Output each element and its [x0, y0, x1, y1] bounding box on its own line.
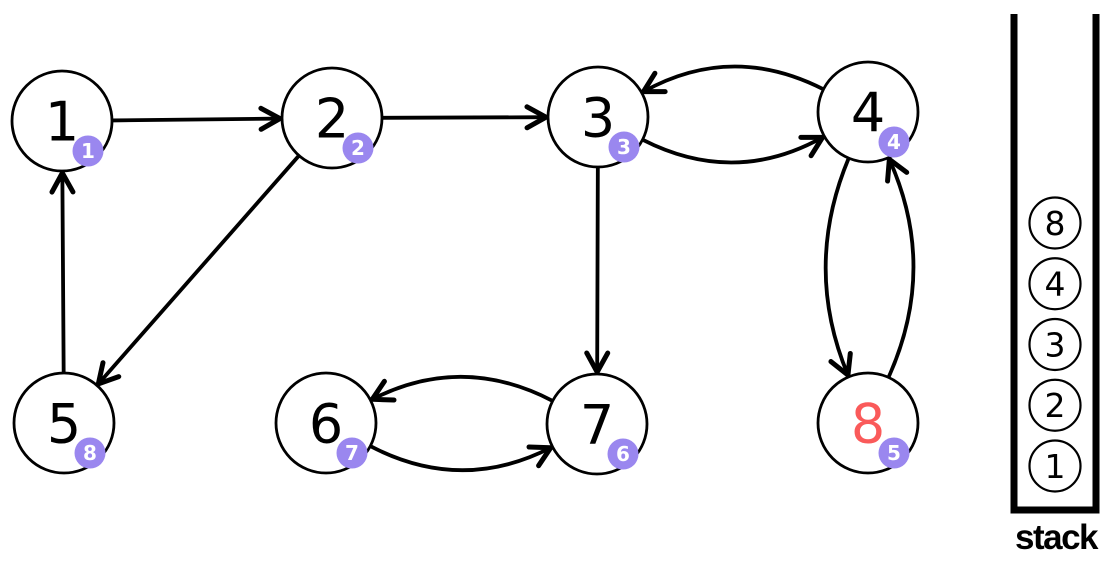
stack-item-circle [1028, 317, 1082, 372]
visit-order-badge [336, 437, 368, 469]
stack-item-circle [1028, 378, 1082, 432]
edge-3-7 [584, 165, 611, 375]
visit-order-badge-label: 7 [345, 441, 359, 465]
visit-order-badge-label: 5 [887, 441, 901, 465]
visit-order-badge [72, 135, 104, 167]
visit-order-badge [74, 437, 106, 469]
visit-order-badge-label: 3 [617, 135, 631, 159]
edge-2-5 [95, 153, 301, 387]
edge-7-6 [369, 374, 555, 403]
visit-order-badge [878, 437, 910, 469]
stack-item-8: 8 [1028, 196, 1082, 250]
node-label: 7 [580, 393, 614, 456]
stack-items-layer: 8 4 3 2 1 [1028, 196, 1082, 493]
edges-layer [49, 64, 916, 473]
visit-order-badge-label: 1 [81, 139, 95, 163]
visit-order-badge [342, 132, 374, 164]
node-label: 3 [581, 86, 615, 149]
edge-8-4 [885, 156, 916, 380]
stack-item-label: 2 [1045, 386, 1066, 425]
stack-walls [1010, 14, 1100, 514]
edge-2-3 [380, 104, 549, 131]
visit-order-badge-label: 2 [351, 136, 365, 160]
edge-4-8 [823, 156, 853, 378]
edge-4-3 [640, 64, 826, 95]
stack-item-3: 3 [1028, 317, 1082, 372]
stack-item-2: 2 [1028, 378, 1082, 432]
stack-item-label: 4 [1045, 265, 1066, 304]
node-label: 1 [45, 90, 79, 153]
edge-5-1 [49, 170, 76, 375]
visit-order-badge [878, 126, 910, 158]
stack-item-label: 8 [1045, 204, 1066, 243]
edge-3-4 [640, 134, 826, 165]
stack-item-4: 4 [1028, 257, 1082, 311]
node-label: 8 [851, 392, 885, 455]
stack-item-circle [1028, 439, 1082, 493]
visit-order-badge-label: 8 [83, 441, 97, 465]
visit-order-badge [607, 438, 639, 470]
node-label: 2 [315, 87, 349, 150]
visit-order-badge-label: 4 [887, 130, 901, 154]
node-label: 6 [309, 392, 343, 455]
edge-1-2 [110, 105, 283, 132]
stack-item-circle [1028, 257, 1082, 311]
visit-order-badge [608, 131, 640, 163]
edge-6-7 [368, 444, 554, 473]
stack-label: stack [1015, 518, 1099, 557]
visit-order-badge-label: 6 [616, 442, 630, 466]
stack-item-circle [1028, 196, 1082, 250]
stack-item-label: 1 [1045, 447, 1066, 486]
node-label: 4 [851, 81, 885, 144]
stack-item-label: 3 [1045, 325, 1066, 364]
stack-container: 8 4 3 2 1 stack [1010, 14, 1101, 557]
node-label: 5 [47, 392, 81, 455]
stack-item-1: 1 [1028, 439, 1082, 493]
